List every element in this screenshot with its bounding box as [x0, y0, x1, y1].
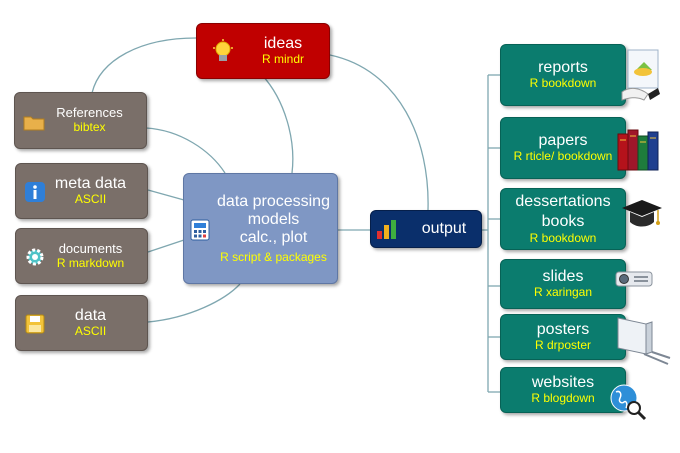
output-node-slides[interactable]: slides R xaringan — [500, 259, 626, 309]
center-node[interactable]: data processing models calc., plot R scr… — [183, 173, 338, 284]
output-node-posters[interactable]: posters R drposter — [500, 314, 626, 360]
center-line-1: data processing — [217, 192, 330, 210]
projector-icon — [615, 271, 653, 287]
connector-references-center — [145, 127, 226, 174]
connector-ideas-center — [261, 74, 294, 174]
center-line-2: models — [247, 210, 300, 228]
slides-title: slides — [542, 267, 584, 285]
connector-ideas-references — [91, 37, 197, 94]
connector-documents-center — [147, 239, 185, 253]
posters-title: posters — [536, 320, 590, 338]
connector-meta-center — [147, 189, 185, 201]
data-subtitle: ASCII — [74, 324, 107, 339]
ideas-node[interactable]: ideas R mindr — [196, 23, 330, 79]
ideas-title: ideas — [263, 34, 303, 52]
references-subtitle: bibtex — [73, 120, 106, 135]
documents-subtitle: R markdown — [56, 255, 125, 270]
meta-data-title: meta data — [54, 174, 127, 192]
dissertations-subtitle: R bookdown — [529, 231, 597, 246]
input-node-documents[interactable]: documents R markdown — [15, 228, 148, 284]
papers-title: papers — [538, 131, 588, 149]
papers-subtitle: R rticle/ bookdown — [513, 149, 613, 164]
ideas-subtitle: R mindr — [261, 52, 304, 67]
slides-subtitle: R xaringan — [533, 285, 593, 300]
meta-data-subtitle: ASCII — [74, 192, 107, 207]
gear-icon — [26, 248, 44, 266]
calculator-icon — [190, 219, 210, 241]
reports-subtitle: R bookdown — [529, 76, 597, 91]
output-node-reports[interactable]: reports R bookdown — [500, 44, 626, 106]
graduation-cap-icon — [622, 200, 662, 227]
output-node-papers[interactable]: papers R rticle/ bookdown — [500, 117, 626, 179]
input-node-data[interactable]: data ASCII — [15, 295, 148, 351]
poster-board-icon — [617, 317, 671, 365]
connector-ideas-output — [329, 54, 429, 211]
connector-output-branch — [482, 75, 489, 392]
folder-icon — [23, 116, 45, 131]
websites-subtitle: R blogdown — [531, 391, 595, 406]
references-title: References — [56, 105, 123, 121]
globe-search-icon — [610, 384, 647, 421]
bar-chart-icon — [377, 220, 396, 239]
output-node-websites[interactable]: websites R blogdown — [500, 367, 626, 413]
data-title: data — [74, 306, 107, 324]
input-node-meta-data[interactable]: meta data ASCII — [15, 163, 148, 219]
websites-title: websites — [531, 373, 595, 391]
output-node[interactable]: output — [370, 210, 482, 248]
reports-title: reports — [538, 58, 588, 76]
info-icon — [25, 182, 45, 202]
lightbulb-icon — [213, 39, 233, 61]
floppy-disk-icon — [25, 314, 45, 334]
output-node-dissertations-books[interactable]: dessertations books R bookdown — [500, 188, 626, 250]
books-icon — [617, 129, 659, 171]
connector-data-center — [147, 283, 241, 323]
center-line-3: calc., plot — [239, 229, 308, 247]
documents-title: documents — [58, 240, 123, 256]
center-subtitle: R script & packages — [220, 249, 327, 264]
dissertations-title: dessertations books — [515, 193, 611, 231]
posters-subtitle: R drposter — [534, 338, 592, 353]
report-chart-icon — [621, 49, 660, 101]
output-title: output — [421, 219, 467, 237]
input-node-references[interactable]: References bibtex — [14, 92, 147, 149]
